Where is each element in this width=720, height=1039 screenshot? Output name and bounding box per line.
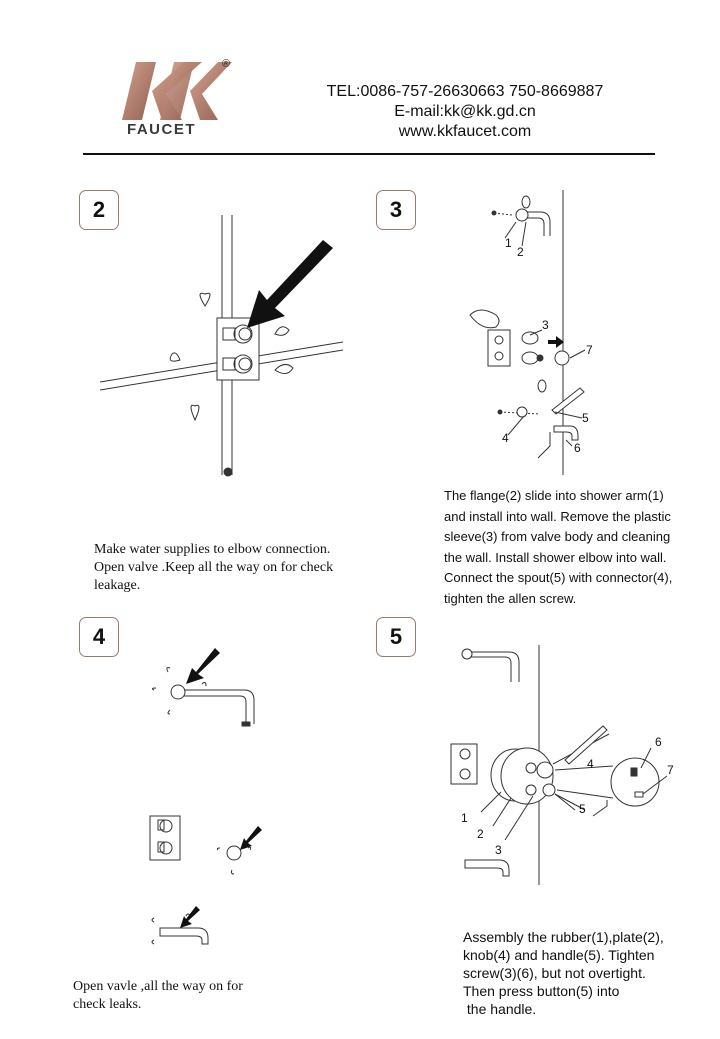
step-4-badge: 4	[79, 617, 119, 657]
step-5-line: the handle.	[463, 1000, 664, 1018]
step-3-illustration: 1 2 3 7 4 5 6	[460, 190, 660, 480]
callout-4: 4	[587, 757, 594, 771]
tel-line: TEL:0086-757-26630663 750-8669887	[300, 82, 630, 102]
callout-2: 2	[517, 245, 524, 259]
callout-1: 1	[461, 811, 468, 825]
registered-mark: ®	[222, 58, 230, 70]
callout-4: 4	[502, 431, 509, 445]
step-3-badge: 3	[376, 190, 416, 230]
step-5-line: Then press button(5) into	[463, 982, 664, 1000]
step-5-text: Assembly the rubber(1),plate(2), knob(4)…	[463, 928, 664, 1018]
callout-3: 3	[495, 843, 502, 857]
step-2-line: leakage.	[94, 577, 333, 595]
callout-7: 7	[586, 343, 593, 357]
step-3-line: Connect the spout(5) with connector(4),	[444, 568, 672, 589]
step-5-badge: 5	[376, 617, 416, 657]
step-4-illustration	[140, 640, 290, 970]
callout-6: 6	[574, 441, 581, 455]
step-3-line: and install into wall. Remove the plasti…	[444, 507, 672, 528]
callout-6: 6	[655, 735, 662, 749]
step-2-text: Make water supplies to elbow connection.…	[94, 541, 333, 595]
step-5-line: Assembly the rubber(1),plate(2),	[463, 928, 664, 946]
step-2-line: Make water supplies to elbow connection.	[94, 541, 333, 559]
step-3-text: The flange(2) slide into shower arm(1) a…	[444, 486, 672, 609]
brand-name: FAUCET	[127, 121, 196, 138]
step-3-line: the wall. Install shower elbow into wall…	[444, 548, 672, 569]
kk-logo-icon	[122, 58, 232, 128]
step-3-line: The flange(2) slide into shower arm(1)	[444, 486, 672, 507]
step-2-line: Open valve .Keep all the way on for chec…	[94, 559, 333, 577]
step-3-line: tighten the allen screw.	[444, 589, 672, 610]
step-4-line: Open vavle ,all the way on for	[73, 978, 243, 996]
callout-1: 1	[505, 236, 512, 250]
callout-2: 2	[477, 827, 484, 841]
callout-5: 5	[579, 802, 586, 816]
step-4-line: check leaks.	[73, 996, 243, 1014]
step-4-text: Open vavle ,all the way on for check lea…	[73, 978, 243, 1014]
header-divider	[83, 153, 655, 155]
step-2-illustration	[95, 210, 355, 490]
callout-3: 3	[542, 318, 549, 332]
step-3-line: sleeve(3) from valve body and cleaning	[444, 527, 672, 548]
website-line: www.kkfaucet.com	[300, 122, 630, 142]
step-5-line: knob(4) and handle(5). Tighten	[463, 946, 664, 964]
callout-5: 5	[582, 411, 589, 425]
step-5-illustration: 6 7 4 5 1 2 3	[445, 640, 690, 890]
email-line: E-mail:kk@kk.gd.cn	[300, 102, 630, 122]
contact-block: TEL:0086-757-26630663 750-8669887 E-mail…	[300, 82, 630, 142]
step-5-line: screw(3)(6), but not overtight.	[463, 964, 664, 982]
callout-7: 7	[667, 763, 674, 777]
